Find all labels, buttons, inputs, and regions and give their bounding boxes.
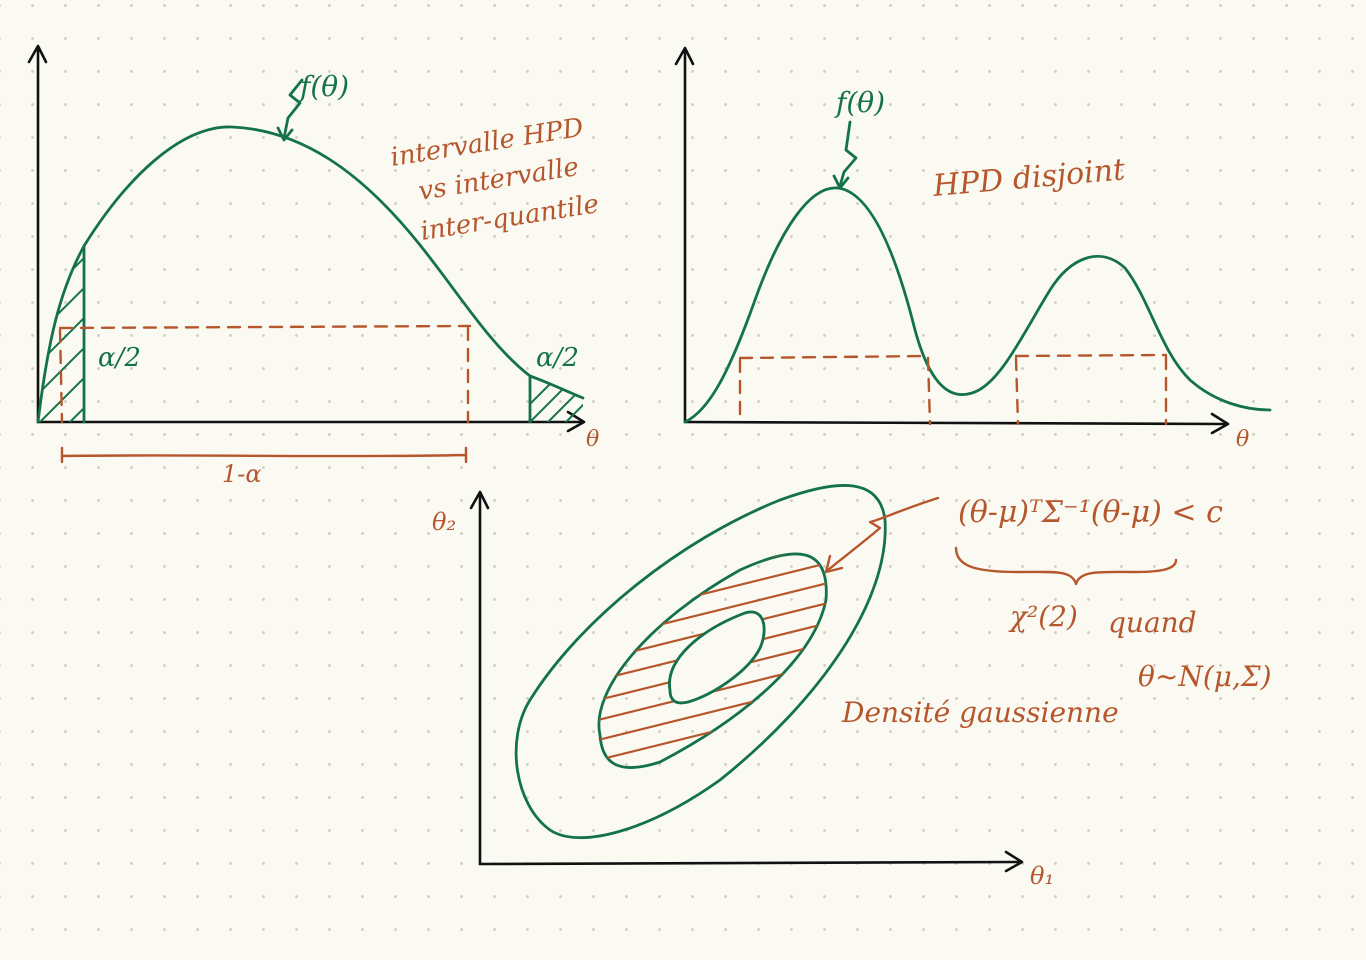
right-curve-label: f(θ) bbox=[834, 86, 885, 119]
right-label-arrow bbox=[838, 120, 858, 188]
left-tail-right-label: α/2 bbox=[536, 343, 579, 373]
left-label-arrow bbox=[282, 78, 304, 140]
left-curve-label: f(θ) bbox=[298, 70, 349, 103]
contour-inner-mask bbox=[669, 612, 765, 703]
left-y-arrowhead bbox=[27, 44, 48, 64]
bottom-x-axis bbox=[478, 860, 1022, 866]
gaussian-caption: Densité gaussienne bbox=[841, 696, 1119, 729]
bottom-y-arrowhead bbox=[469, 490, 490, 510]
bottom-x-arrowhead bbox=[1004, 850, 1024, 873]
right-axis-label: θ bbox=[1236, 427, 1249, 452]
span-bracket bbox=[60, 446, 468, 464]
left-label-arrowhead bbox=[276, 126, 294, 142]
contour-middle bbox=[597, 552, 828, 769]
right-hpd-drop-3 bbox=[1014, 356, 1020, 426]
right-hpd-drop-2 bbox=[926, 356, 932, 426]
panel-left: f(θ) intervalle HPD vs intervalle inter-… bbox=[27, 44, 601, 488]
formula-arrowhead bbox=[824, 554, 844, 574]
left-span-label: 1-α bbox=[222, 460, 262, 488]
formula-arrow bbox=[826, 496, 940, 572]
contour-inner-outline bbox=[668, 610, 766, 705]
left-hpd-drop-left bbox=[58, 328, 64, 424]
panel-right: f(θ) HPD disjoint θ bbox=[674, 46, 1272, 452]
quand-label: quand bbox=[1108, 606, 1197, 639]
right-x-axis bbox=[683, 420, 1228, 426]
right-y-arrowhead bbox=[674, 46, 695, 66]
right-title: HPD disjoint bbox=[931, 152, 1128, 204]
right-bimodal-curve bbox=[683, 186, 1272, 424]
panel-bottom: θ₂ θ₁ (θ-μ)ᵀΣ⁻¹(θ-μ) < c χ²(2) quand θ~N… bbox=[432, 484, 1272, 890]
right-label-arrowhead bbox=[832, 174, 850, 190]
bottom-y-axis-label: θ₂ bbox=[432, 508, 456, 536]
left-axis-label: θ bbox=[586, 427, 599, 452]
right-x-arrowhead bbox=[1210, 412, 1230, 435]
contour-outer bbox=[514, 484, 887, 839]
chi-square-label: χ²(2) bbox=[1008, 600, 1078, 633]
distribution-label: θ~N(μ,Σ) bbox=[1138, 660, 1272, 693]
right-hpd-threshold-1 bbox=[738, 354, 930, 360]
bottom-x-axis-label: θ₁ bbox=[1030, 862, 1054, 890]
left-hpd-threshold bbox=[58, 324, 472, 330]
formula-brace bbox=[954, 546, 1178, 586]
left-tail-left-label: α/2 bbox=[98, 343, 141, 373]
right-hpd-threshold-2 bbox=[1014, 353, 1168, 358]
formula-text: (θ-μ)ᵀΣ⁻¹(θ-μ) < c bbox=[958, 495, 1223, 530]
